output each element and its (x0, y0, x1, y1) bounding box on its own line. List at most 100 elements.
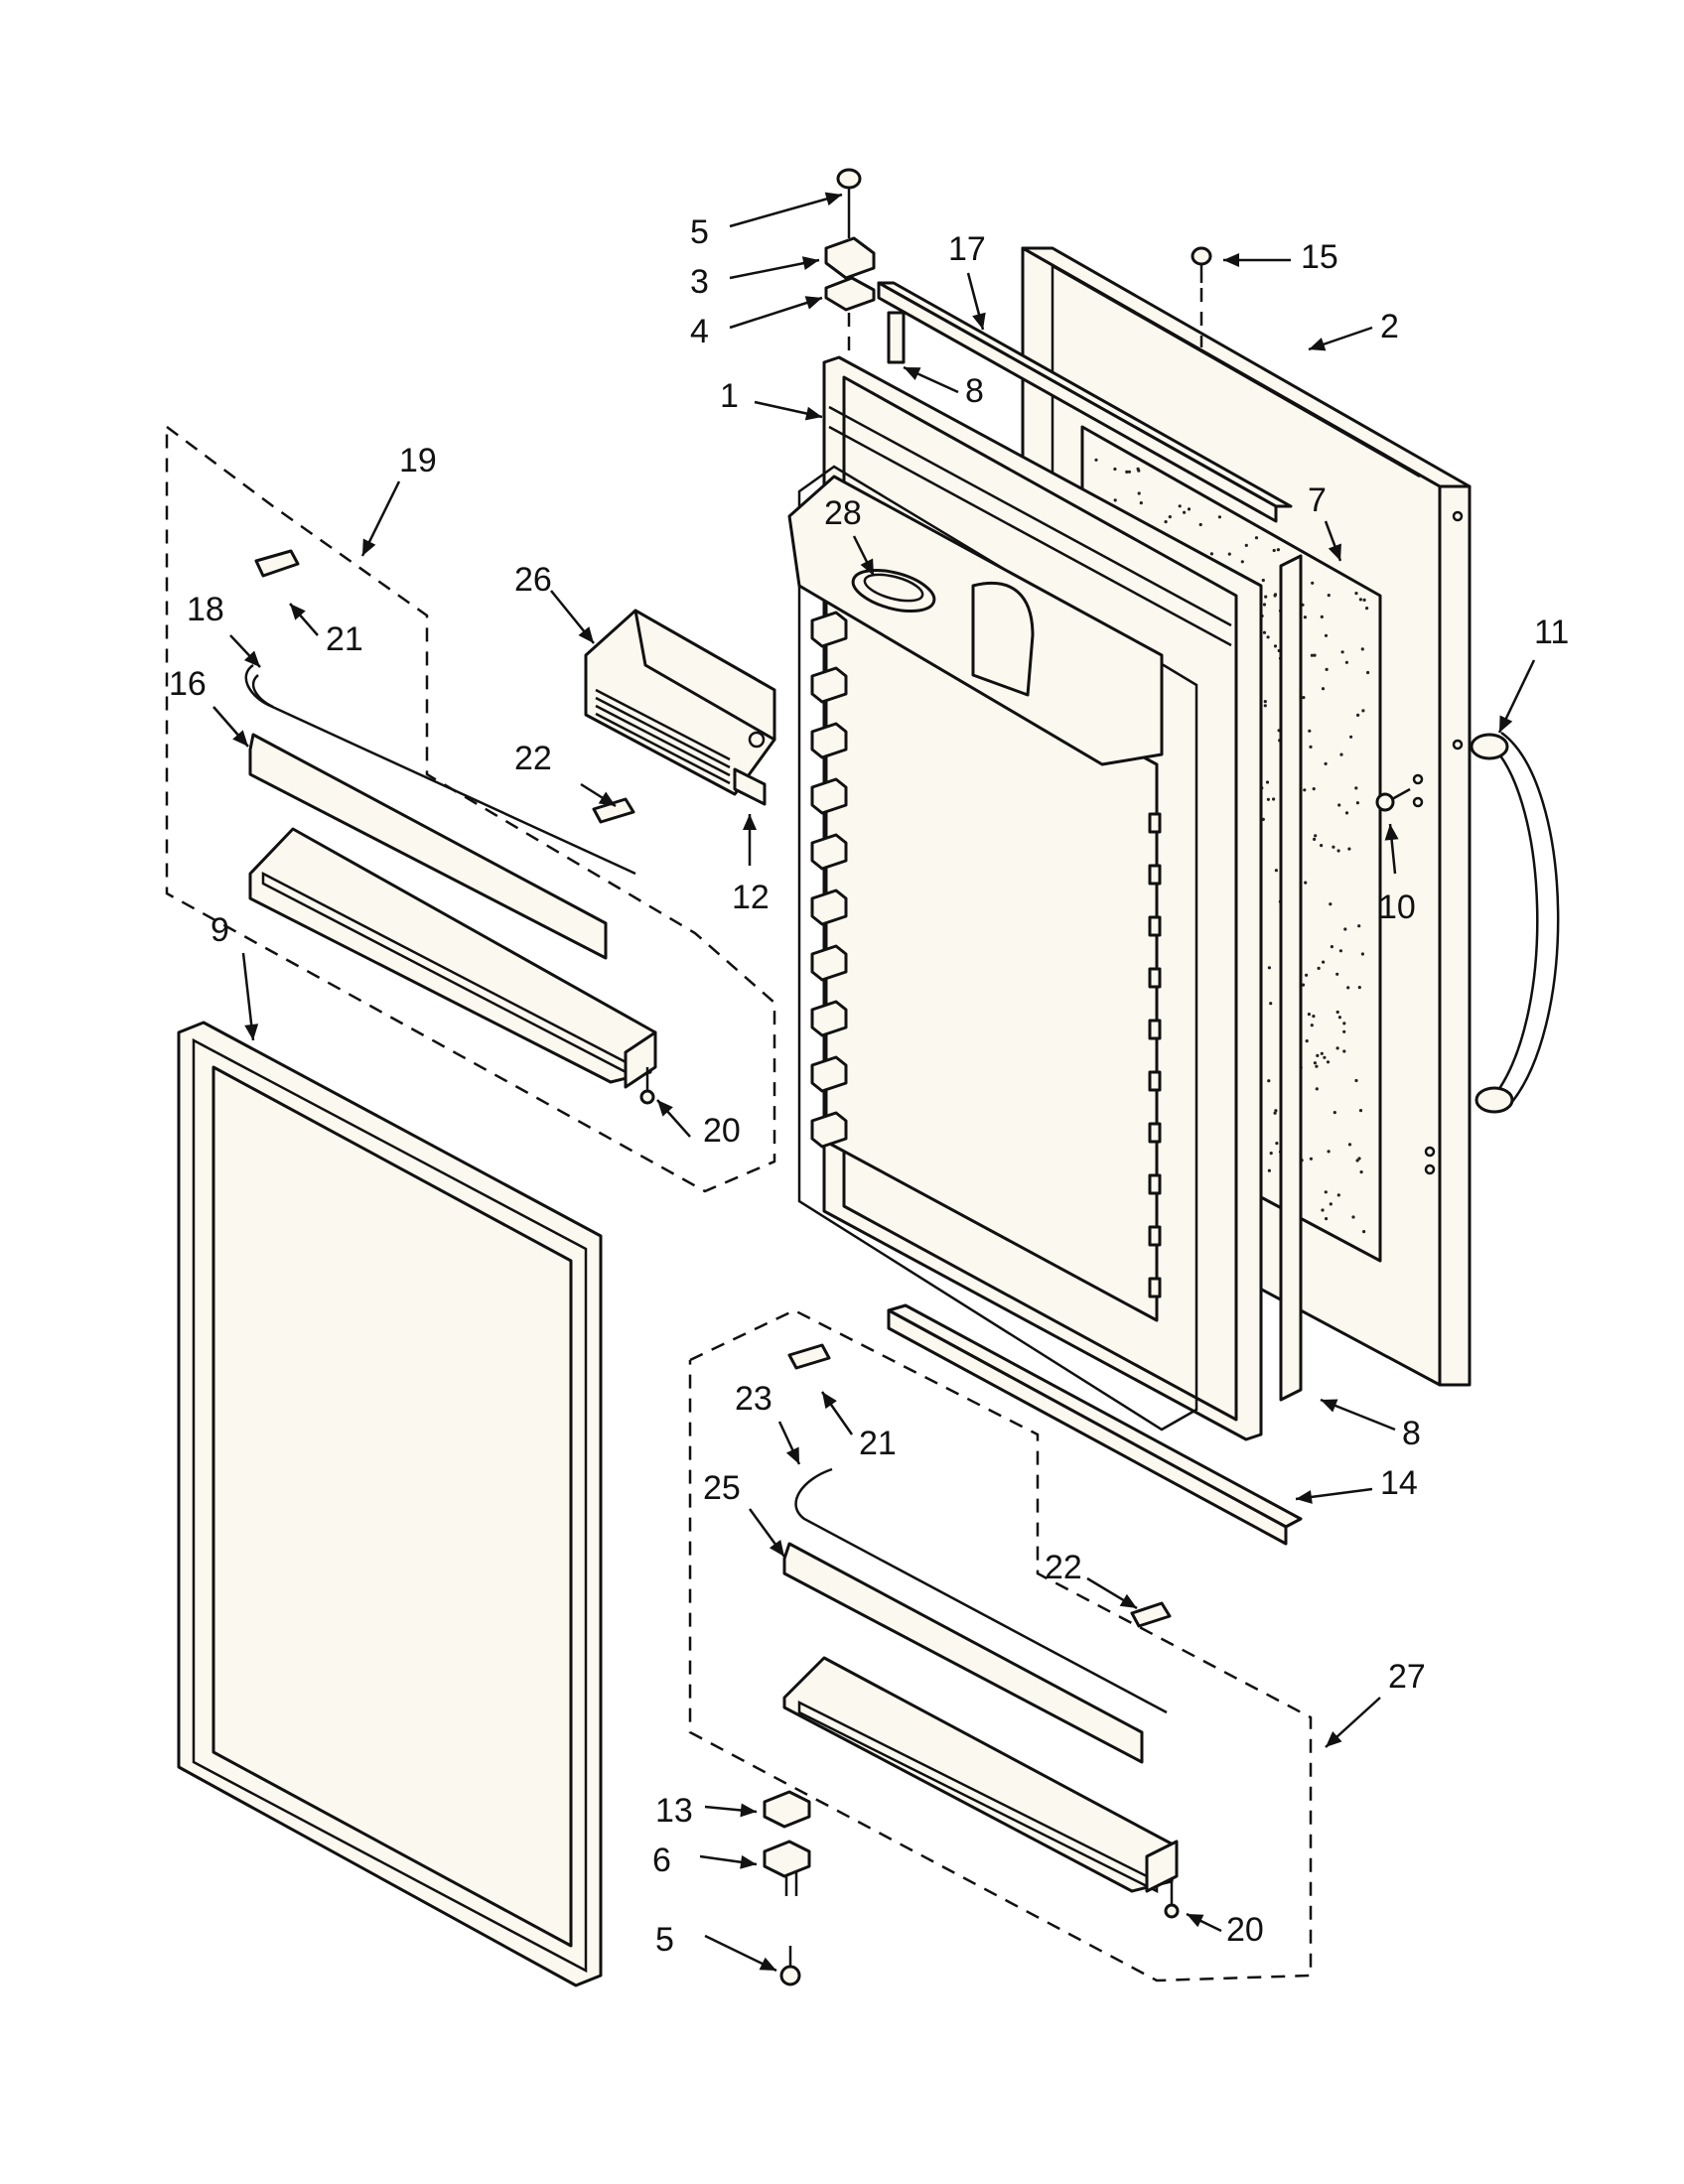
insulation-speck (1336, 849, 1340, 853)
insulation-speck (1354, 786, 1358, 790)
insulation-speck (1335, 1010, 1339, 1015)
control-cover (584, 609, 776, 796)
leader-arrowhead (740, 1854, 757, 1869)
insulation-speck (1303, 615, 1307, 619)
insulation-speck (1217, 515, 1221, 519)
liner-tab (1148, 915, 1162, 937)
insulation-speck (1336, 1193, 1340, 1197)
insulation-speck (1332, 845, 1335, 849)
door-handle (1470, 731, 1560, 1114)
callout-3: 3 (690, 263, 709, 301)
callout-25: 25 (703, 1469, 741, 1507)
callout-1: 1 (720, 377, 739, 415)
liner-tab (1148, 1225, 1162, 1247)
insulation-speck (1333, 1111, 1336, 1115)
insulation-speck (1127, 470, 1131, 474)
insulation-speck (1313, 653, 1317, 657)
insulation-speck (1125, 470, 1129, 474)
insulation-speck (1316, 1053, 1320, 1057)
insulation-speck (1337, 1016, 1341, 1020)
insulation-speck (1240, 560, 1244, 564)
insulation-speck (1267, 1168, 1271, 1172)
insulation-speck (1261, 578, 1265, 583)
insulation-speck (1313, 1061, 1317, 1065)
liner-tab (810, 777, 848, 815)
screw-15 (1191, 246, 1212, 347)
insulation-speck (1327, 1150, 1331, 1154)
leader-arrowhead (769, 1539, 784, 1557)
side-strip-left (887, 311, 906, 364)
leader-arrowhead (598, 791, 616, 806)
insulation-speck (1307, 1013, 1311, 1017)
insulation-speck (1113, 467, 1117, 472)
callout-27: 27 (1388, 1658, 1426, 1696)
insulation-speck (1339, 752, 1343, 756)
leader-arrowhead (743, 814, 757, 830)
liner-tab (1148, 812, 1162, 834)
insulation-speck (1360, 647, 1364, 651)
insulation-speck (1357, 924, 1361, 928)
insulation-speck (1113, 498, 1117, 502)
insulation-speck (1355, 801, 1359, 805)
leader-arrowhead (860, 558, 874, 576)
insulation-speck (1254, 536, 1259, 540)
callout-15: 15 (1301, 238, 1338, 276)
insulation-speck (1310, 653, 1314, 657)
insulation-speck (1342, 1022, 1346, 1025)
insulation-speck (1327, 594, 1331, 598)
callout-10: 10 (1378, 888, 1416, 926)
insulation-speck (1309, 1157, 1313, 1160)
insulation-speck (1360, 952, 1364, 956)
insulation-speck (1178, 504, 1182, 508)
callout-19: 19 (399, 442, 437, 479)
insulation-speck (1362, 598, 1366, 603)
insulation-speck (1329, 1202, 1333, 1206)
callout-8-bottom: 8 (1402, 1415, 1421, 1452)
bottom-channel (887, 1303, 1303, 1546)
callout-6: 6 (652, 1842, 671, 1879)
insulation-speck (1358, 598, 1362, 602)
insulation-speck (1351, 1215, 1355, 1219)
liner-tab (1148, 1173, 1162, 1195)
callout-26: 26 (514, 561, 552, 599)
callout-21-top: 21 (326, 620, 363, 658)
leader-arrowhead (804, 296, 822, 310)
leader-arrowhead (578, 626, 594, 643)
insulation-speck (1342, 1049, 1346, 1053)
callout-20-bottom: 20 (1226, 1911, 1264, 1949)
insulation-speck (1361, 709, 1365, 713)
insulation-speck (1309, 745, 1313, 750)
callout-21-bottom: 21 (859, 1425, 897, 1462)
leader-arrowhead (804, 406, 822, 421)
insulation-speck (1198, 522, 1202, 527)
leader-line (729, 296, 823, 330)
insulation-speck (1227, 552, 1231, 556)
insulation-speck (1269, 1152, 1273, 1156)
insulation-speck (1324, 1190, 1328, 1194)
insulation-speck (1335, 972, 1339, 976)
insulation-speck (1273, 644, 1278, 648)
insulation-speck (1305, 973, 1309, 977)
insulation-speck (1315, 1064, 1319, 1068)
callout-labels: 5 3 4 17 15 2 1 8 19 7 28 26 18 21 16 11… (169, 213, 1569, 1959)
insulation-speck (1357, 1157, 1361, 1160)
insulation-speck (1321, 1208, 1325, 1212)
leader-arrowhead (1309, 338, 1327, 351)
liner-tab (810, 611, 848, 648)
top-hinge-hardware (824, 168, 876, 357)
insulation-speck (1344, 660, 1348, 664)
insulation-speck (1187, 507, 1192, 511)
insulation-speck (1273, 1111, 1277, 1115)
callout-5-bottom: 5 (655, 1921, 674, 1959)
leader-arrowhead (1321, 1399, 1338, 1413)
lower-shelf-assembly (688, 1308, 1313, 1982)
insulation-speck (1343, 927, 1347, 931)
insulation-speck (1303, 788, 1307, 792)
insulation-speck (1357, 986, 1361, 990)
insulation-speck (1362, 1230, 1366, 1234)
side-strip-right (1279, 554, 1303, 1402)
insulation-speck (1304, 881, 1308, 885)
insulation-speck (1312, 1015, 1316, 1019)
insulation-speck (1311, 581, 1315, 585)
leader-arrowhead (972, 312, 986, 330)
